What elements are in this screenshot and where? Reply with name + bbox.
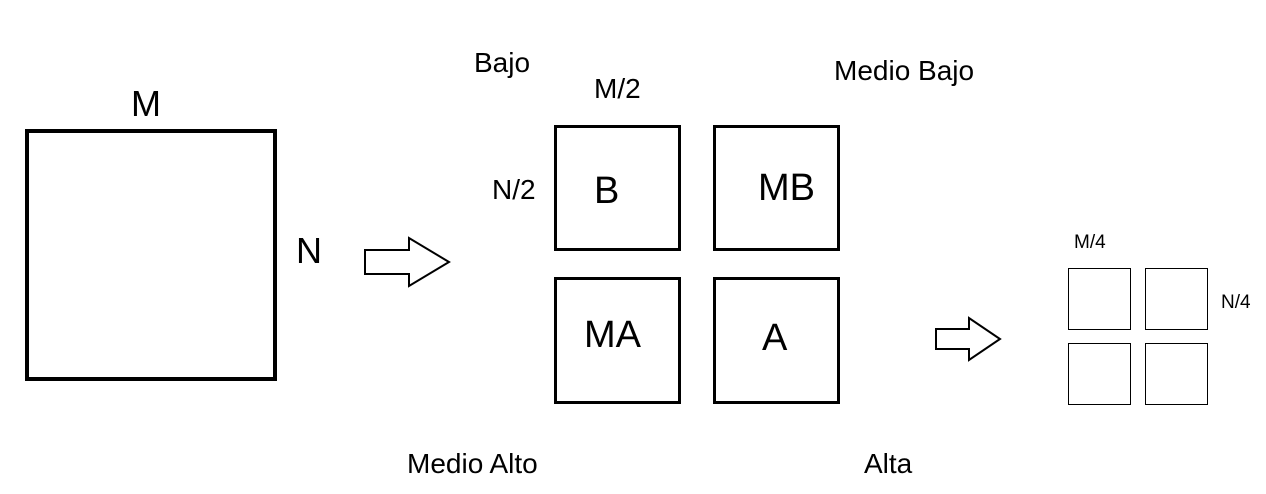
quadrant-code-a: A [762, 317, 788, 359]
quarter-height-label: N/4 [1221, 292, 1251, 313]
quarter-width-label: M/4 [1074, 232, 1106, 253]
half-width-label: M/2 [594, 73, 641, 104]
quadrant-ma [554, 277, 681, 404]
quadrant-mb [713, 125, 840, 251]
quadrant-name-alta: Alta [864, 448, 913, 479]
quarter-block [1068, 268, 1131, 330]
quadrant-name-medio-alto: Medio Alto [407, 448, 538, 479]
original-matrix [25, 129, 277, 381]
quadrant-name-medio-bajo: Medio Bajo [834, 55, 975, 86]
arrow-right-icon [364, 236, 451, 288]
quadrant-a [713, 277, 840, 404]
arrow-right-icon [935, 316, 1002, 362]
original-height-label: N [296, 230, 322, 271]
quadrant-code-mb: MB [758, 167, 815, 209]
original-width-label: M [131, 83, 161, 124]
quarter-block [1145, 268, 1208, 330]
quadrant-code-b: B [594, 170, 620, 212]
quadrant-code-ma: MA [584, 314, 641, 356]
quadrant-name-bajo: Bajo [474, 47, 531, 78]
half-height-label: N/2 [492, 174, 536, 205]
quadrant-b [554, 125, 681, 251]
quarter-block [1068, 343, 1131, 405]
quarter-block [1145, 343, 1208, 405]
